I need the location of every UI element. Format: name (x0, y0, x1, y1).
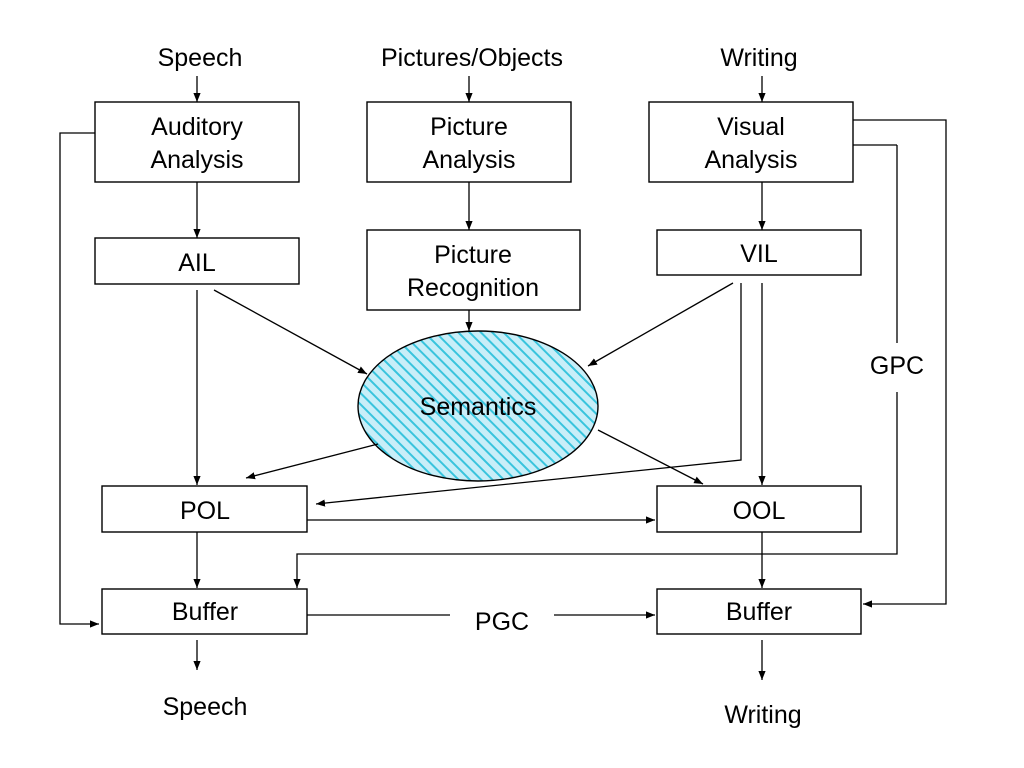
visual-analysis-line2: Analysis (704, 146, 797, 174)
arrow-semantics-to-pol (245, 443, 379, 480)
semantics-node: Semantics (357, 330, 599, 482)
input-speech-label: Speech (158, 44, 243, 72)
arrow-vil-to-pol (315, 283, 742, 507)
buffer-right-box: Buffer (656, 588, 862, 635)
picture-recognition-line2: Recognition (407, 274, 539, 302)
semantics-ellipse (357, 330, 599, 482)
auditory-to-buffer-route (59, 132, 99, 628)
gpc-label: GPC (870, 352, 924, 380)
buffer-left-box: Buffer (101, 588, 308, 635)
ool-label: OOL (733, 497, 786, 525)
buffer-right-label: Buffer (726, 598, 792, 626)
auditory-analysis-line1: Auditory (151, 113, 243, 141)
output-writing-label: Writing (724, 701, 801, 729)
ail-label: AIL (178, 249, 216, 277)
picture-analysis-box: Picture Analysis (366, 101, 572, 183)
input-writing-label: Writing (720, 44, 797, 72)
picture-recognition-box: Picture Recognition (366, 229, 581, 311)
gpc-route-lower (293, 392, 898, 588)
picture-analysis-line2: Analysis (422, 146, 515, 174)
picture-analysis-line1: Picture (430, 113, 508, 141)
ail-box: AIL (94, 237, 300, 285)
visual-analysis-line1: Visual (717, 113, 785, 141)
pol-box: POL (101, 485, 308, 533)
auditory-analysis-line2: Analysis (150, 146, 243, 174)
pgc-label: PGC (475, 608, 529, 636)
ool-box: OOL (656, 485, 862, 533)
semantics-label: Semantics (420, 393, 537, 421)
arrow-ail-to-semantics (213, 289, 368, 375)
vil-label: VIL (740, 240, 778, 268)
visual-to-buffer-route (853, 119, 947, 608)
pol-label: POL (180, 497, 230, 525)
output-speech-label: Speech (163, 693, 248, 721)
vil-box: VIL (656, 229, 862, 276)
input-pictures-label: Pictures/Objects (381, 44, 563, 72)
auditory-analysis-box: Auditory Analysis (94, 101, 300, 183)
picture-recognition-line1: Picture (434, 241, 512, 269)
arrow-vil-to-semantics (587, 282, 734, 367)
visual-analysis-box: Visual Analysis (648, 101, 854, 183)
arrow-semantics-to-ool (597, 429, 704, 485)
buffer-left-label: Buffer (172, 598, 238, 626)
